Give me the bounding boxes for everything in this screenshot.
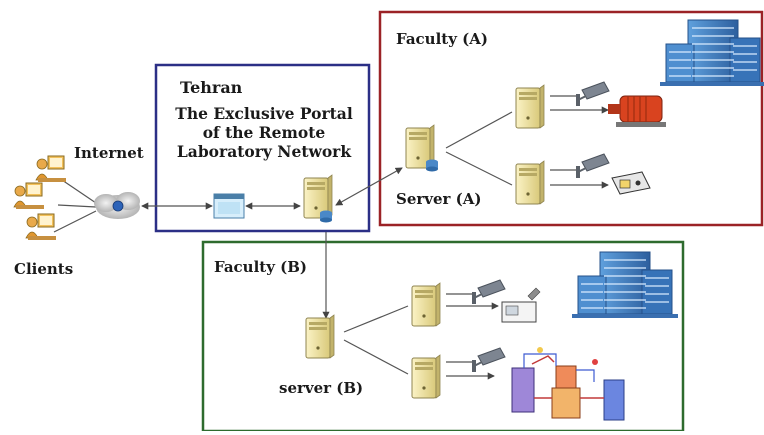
tehran-box: [154, 63, 371, 233]
link-tehran-server-a: [335, 167, 403, 206]
connectors: [53, 95, 609, 380]
portal-title-line-3: Laboratory Network: [176, 142, 352, 161]
link-server-b-upper: [343, 305, 409, 333]
faculty-b-upper-server-icon: [411, 282, 441, 327]
server-b-label: server (B): [279, 379, 364, 397]
link-server-b-lower: [343, 339, 409, 375]
link-server-a-upper: [445, 111, 513, 149]
faculty-b-label: Faculty (B): [214, 258, 308, 276]
faculty-b-lower-server-icon: [411, 354, 441, 399]
portal-window-icon: [213, 193, 245, 219]
server-a-label: Server (A): [396, 190, 482, 208]
motor-icon: [608, 95, 666, 127]
link-server-a-lower: [445, 151, 513, 186]
tehran-label: Tehran: [180, 78, 243, 97]
camera-icon: [575, 81, 610, 107]
link-client1-internet: [61, 179, 97, 204]
faculty-a-label: Faculty (A): [396, 30, 488, 48]
camera-icon: [471, 347, 506, 373]
faculty-a-building-icon: [658, 18, 764, 86]
internet-label: Internet: [74, 144, 144, 162]
faculty-a-lower-server-icon: [515, 160, 545, 205]
server-b-icon: [305, 314, 335, 359]
faculty-a-box: [378, 10, 764, 227]
process-plant-icon: [511, 347, 625, 421]
lab-apparatus-icon: [501, 287, 541, 323]
instrument-icon: [611, 171, 651, 195]
client-icon: [35, 155, 67, 183]
portal-title: The Exclusive Portal of the Remote Labor…: [158, 104, 370, 161]
portal-title-line-2: of the Remote: [202, 123, 326, 142]
database-icon: [320, 210, 332, 223]
faculty-b-building-icon: [570, 250, 680, 318]
link-client2-internet: [57, 204, 97, 208]
portal-title-line-1: The Exclusive Portal: [175, 104, 353, 123]
camera-icon: [575, 153, 610, 179]
camera-icon: [471, 279, 506, 305]
link-client3-internet: [53, 210, 97, 233]
internet-cloud-icon: [94, 192, 140, 219]
database-icon: [426, 159, 438, 172]
faculty-a-upper-server-icon: [515, 84, 545, 129]
client-icon: [25, 213, 57, 241]
clients-label: Clients: [14, 260, 74, 278]
client-icon: [13, 182, 45, 210]
